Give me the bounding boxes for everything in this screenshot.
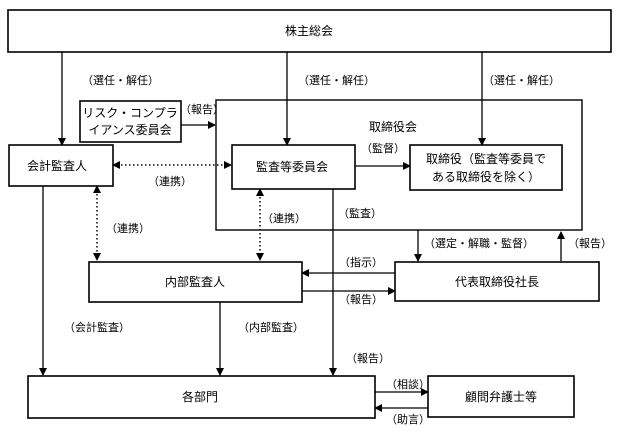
label-supervise: （監督） bbox=[361, 141, 405, 155]
president-box bbox=[394, 261, 600, 302]
label-internal-audit: （内部監査） bbox=[238, 320, 304, 334]
label-report-risk-committee: （報告） bbox=[180, 103, 224, 116]
shareholders-label: 株主総会 bbox=[285, 23, 333, 38]
risk-committee-label-line1: リスク・コンプラ bbox=[82, 106, 177, 120]
audit-committee-label: 監査等委員会 bbox=[256, 159, 328, 174]
shareholders-box bbox=[7, 9, 612, 53]
risk-committee-label-line2: イアンス委員会 bbox=[88, 123, 171, 137]
accounting-auditor-label: 会計監査人 bbox=[27, 158, 87, 173]
label-consult: （相談） bbox=[386, 377, 430, 391]
label-report-internal: （報告） bbox=[339, 293, 383, 306]
risk-committee-box bbox=[79, 100, 182, 143]
label-cooperate-accounting-audit-committee: （連携） bbox=[148, 174, 192, 188]
internal-auditor-label: 内部監査人 bbox=[165, 274, 225, 289]
label-audit: （監査） bbox=[338, 206, 382, 220]
label-report-president: （報告） bbox=[568, 237, 612, 250]
directors-label-line2: ある取締役を除く） bbox=[432, 169, 540, 184]
directors-box bbox=[409, 144, 563, 191]
internal-auditor-box bbox=[88, 261, 303, 303]
label-instruct: （指示） bbox=[339, 255, 383, 269]
accounting-auditor-box bbox=[8, 144, 114, 187]
label-cooperate-committee-internal: （連携） bbox=[262, 211, 306, 225]
departments-label: 各部門 bbox=[182, 389, 218, 404]
departments-box bbox=[27, 375, 376, 419]
lawyers-label: 顧問弁護士等 bbox=[465, 389, 537, 404]
label-report-departments: （報告） bbox=[346, 352, 390, 365]
president-label: 代表取締役社長 bbox=[455, 274, 539, 289]
directors-label-line1: 取締役（監査等委員で bbox=[426, 151, 546, 166]
label-cooperate-accounting-internal: （連携） bbox=[106, 221, 150, 235]
label-elect-dismiss-accounting: （選任・解任） bbox=[82, 73, 159, 87]
label-accounting-audit: （会計監査） bbox=[64, 320, 130, 334]
audit-committee-box bbox=[231, 144, 356, 190]
board-label: 取締役会 bbox=[369, 119, 417, 134]
label-advice: （助言） bbox=[386, 412, 430, 426]
label-elect-dismiss-directors: （選任・解任） bbox=[483, 73, 560, 87]
label-appoint-dismiss-supervise: （選定・解職・監督） bbox=[424, 236, 534, 250]
lawyers-box bbox=[427, 375, 575, 418]
label-elect-dismiss-audit-committee: （選任・解任） bbox=[298, 73, 375, 87]
